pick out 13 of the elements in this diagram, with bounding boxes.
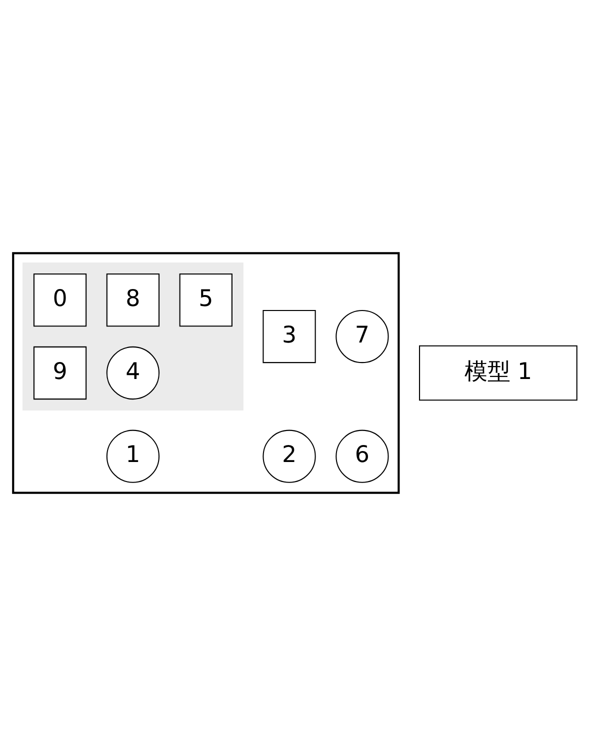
cluster — [12, 252, 400, 494]
cluster — [22, 262, 244, 411]
node-circle: 7 — [336, 310, 389, 364]
node-box: 9 — [33, 346, 87, 400]
node-box: 8 — [106, 274, 160, 327]
node-circle: 4 — [106, 346, 160, 400]
node-box: 模型 1 — [419, 345, 578, 401]
node-box: 5 — [179, 274, 232, 327]
node-box: 0 — [33, 274, 87, 327]
node-circle: 6 — [336, 430, 389, 483]
node-circle: 2 — [262, 430, 316, 483]
node-box: 3 — [262, 310, 316, 364]
node-circle: 1 — [106, 430, 160, 483]
